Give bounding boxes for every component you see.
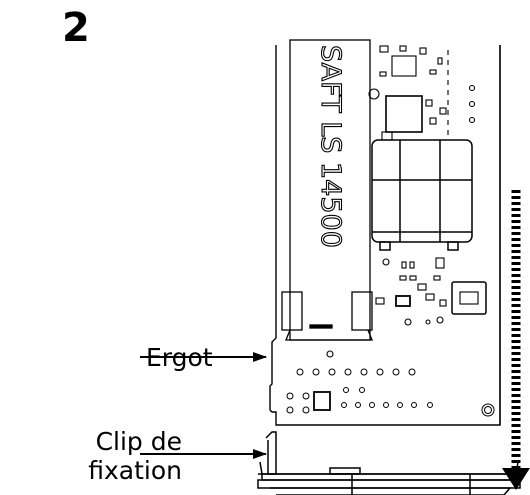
- fixing-clip: [265, 431, 277, 475]
- capacitor: [371, 139, 473, 251]
- clip-label: Clip de fixation: [30, 427, 182, 486]
- step-number: 2: [62, 5, 90, 51]
- callout-arrows: [140, 352, 267, 459]
- svg-text:SAFT LS 14500: SAFT LS 14500: [315, 45, 346, 248]
- battery-label: SAFT LS 14500: [314, 44, 346, 248]
- base-cap: [257, 461, 521, 495]
- clip-label-line1: Clip de: [95, 427, 182, 456]
- circuit-board: [269, 45, 501, 426]
- direction-arrow: [502, 190, 530, 490]
- clip-label-line2: fixation: [88, 455, 182, 485]
- pcb-upper-components: [368, 45, 476, 141]
- pcb-pads: [286, 368, 495, 417]
- battery-cell: [281, 39, 373, 341]
- pcb-lower-components: [326, 257, 487, 358]
